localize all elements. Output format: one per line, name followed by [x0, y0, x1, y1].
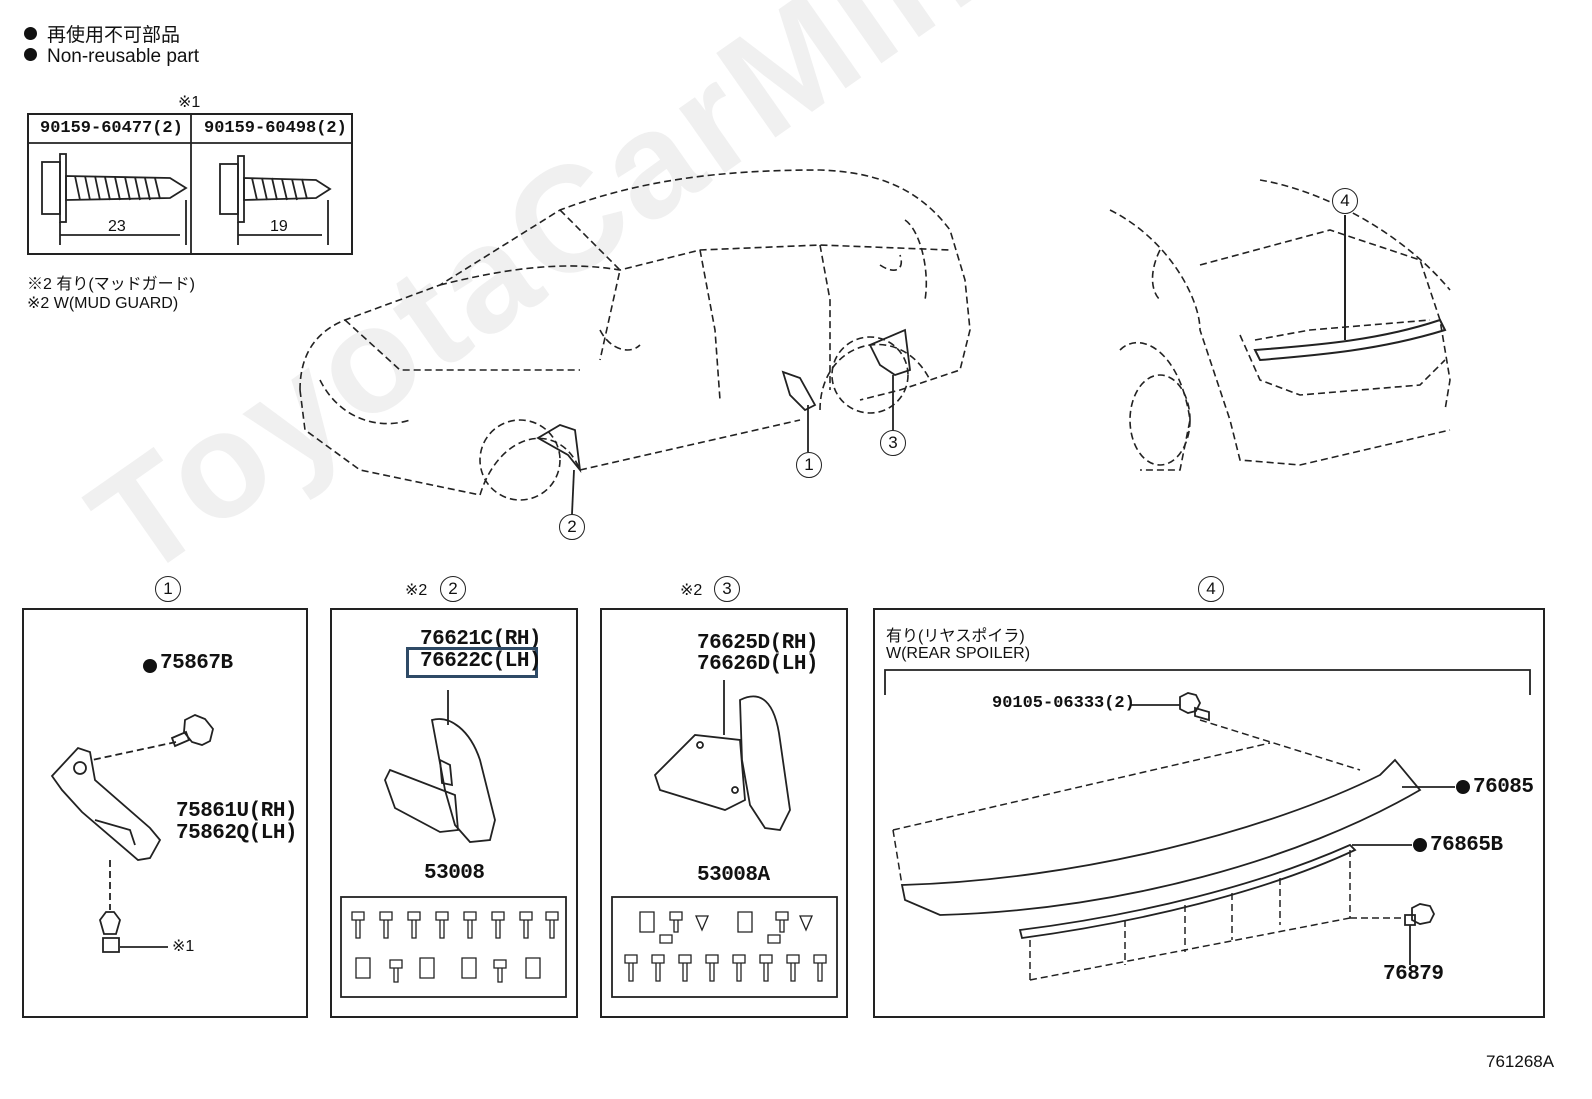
panel2-header: 2	[440, 576, 466, 602]
rear-spoiler-condition-jp: 有り(リヤスポイラ)	[886, 628, 1025, 645]
part-75867b[interactable]: 75867B	[160, 652, 233, 675]
part-53008[interactable]: 53008	[424, 862, 485, 885]
bolt-length-2: 19	[270, 218, 288, 235]
panel2-fastener-kit	[351, 911, 559, 983]
figure-id: 761268A	[1486, 1052, 1555, 1071]
nonreusable-dot-icon	[1456, 780, 1470, 794]
panel-3	[600, 608, 848, 1018]
bolt-2-drawing	[219, 155, 332, 245]
callout-2[interactable]: 2	[559, 514, 585, 540]
car-parts	[536, 328, 911, 515]
callout-4[interactable]: 4	[1332, 188, 1358, 214]
panel-2	[330, 608, 578, 1018]
part-76085[interactable]: 76085	[1473, 776, 1534, 799]
callout-1[interactable]: 1	[796, 452, 822, 478]
panel-1	[22, 608, 308, 1018]
bullet-icon	[24, 48, 37, 62]
part-76621c-rh[interactable]: 76621C(RH)	[420, 628, 542, 651]
panel3-header: 3	[714, 576, 740, 602]
clip-row-2	[355, 957, 541, 983]
panel1-nonreusable-dot	[143, 659, 157, 673]
bolt-1-drawing	[41, 153, 188, 245]
panel-4	[873, 608, 1545, 1018]
panel4-drawing	[884, 669, 1531, 965]
screw-row-2	[624, 954, 827, 982]
part-75861u-rh[interactable]: 75861U(RH)	[176, 800, 298, 823]
part-76865b[interactable]: 76865B	[1430, 834, 1503, 857]
part-76879[interactable]: 76879	[1383, 963, 1444, 986]
rear-spoiler-condition-en: W(REAR SPOILER)	[886, 645, 1031, 662]
screw-row-1	[351, 911, 559, 939]
panel3-mark: ※2	[680, 582, 703, 599]
part-90105-06333[interactable]: 90105-06333(2)	[992, 694, 1135, 713]
part-53008a[interactable]: 53008A	[697, 864, 770, 887]
panel3-drawing	[611, 680, 838, 998]
nonreusable-dot-icon	[1413, 838, 1427, 852]
nonreusable-dot-icon	[143, 659, 157, 673]
legend-en: Non-reusable part	[24, 46, 199, 68]
car-rear-view	[1109, 179, 1451, 471]
car-front-view	[299, 169, 971, 501]
bolt-part-2: 90159-60498(2)	[204, 119, 347, 138]
clip-row-1	[639, 911, 813, 944]
panel4-nonreusable-dots	[1413, 780, 1470, 852]
bolt-length-1: 23	[108, 218, 126, 235]
rear-spoiler-outline	[1253, 215, 1447, 362]
panel4-dashed-guides	[892, 719, 1405, 981]
panel1-screw-mark: ※1	[172, 938, 195, 955]
part-76625d-rh[interactable]: 76625D(RH)	[697, 632, 819, 655]
bullet-icon	[24, 27, 37, 41]
panel1-header: 1	[155, 576, 181, 602]
panel4-header: 4	[1198, 576, 1224, 602]
selected-part-highlight	[406, 647, 538, 678]
legend-jp: 再使用不可部品	[24, 20, 180, 47]
part-76626d-lh[interactable]: 76626D(LH)	[697, 653, 819, 676]
bolt-table-mark: ※1	[178, 94, 201, 111]
part-75862q-lh[interactable]: 75862Q(LH)	[176, 822, 298, 845]
mud-guard-note-jp: ※2 有り(マッドガード)	[27, 276, 196, 293]
panel1-drawing	[50, 714, 214, 953]
part-76622c-lh[interactable]: 76622C(LH)	[420, 650, 542, 673]
panel2-drawing	[340, 690, 567, 998]
panel3-fastener-kit	[624, 911, 827, 982]
panel2-mark: ※2	[405, 582, 428, 599]
bolt-table	[27, 113, 353, 255]
mud-guard-note-en: ※2 W(MUD GUARD)	[27, 295, 179, 312]
bolt-part-1: 90159-60477(2)	[40, 119, 183, 138]
callout-3[interactable]: 3	[880, 430, 906, 456]
